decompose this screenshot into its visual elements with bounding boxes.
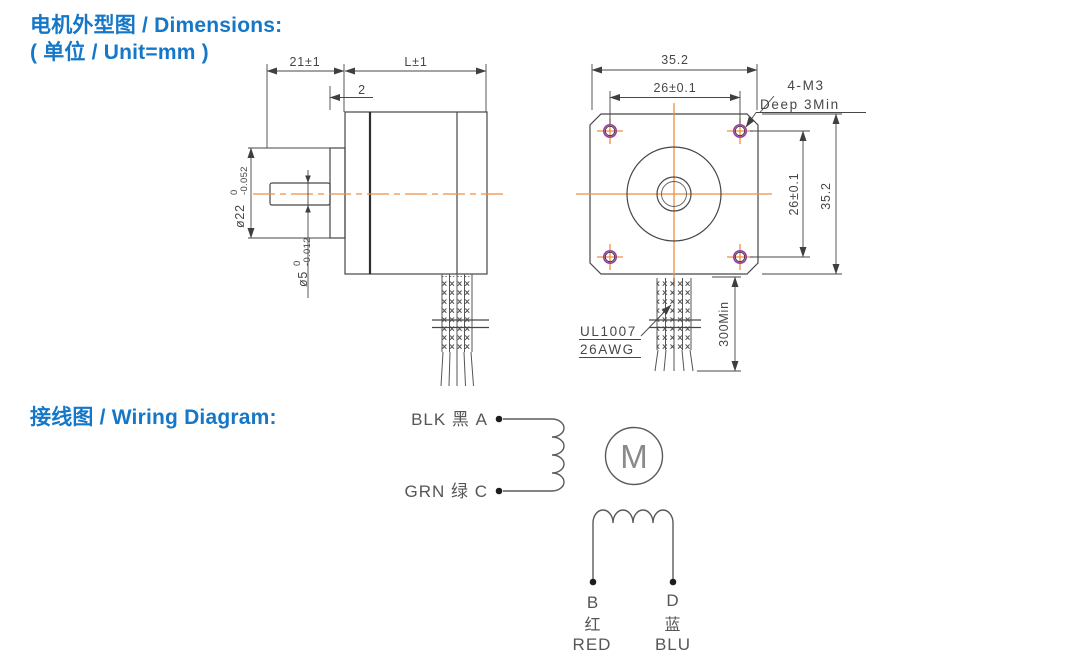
phase-ac-coil — [503, 418, 565, 492]
lead-d-cn-label: 蓝 — [664, 616, 681, 634]
pilot-boss-circle — [626, 146, 722, 242]
motor-symbol-letter: M — [620, 438, 648, 475]
lead-c-label: GRN 绿 C — [405, 482, 489, 501]
arrowhead — [305, 175, 311, 183]
lead-b-label: B — [587, 593, 599, 612]
shaft-dia-value: ø5 — [296, 271, 310, 287]
terminal-c-dot — [495, 487, 503, 495]
dim-overall-width-label: 35.2 — [661, 53, 689, 67]
wiring-title-text: 接线图 / Wiring Diagram: — [30, 406, 277, 429]
boss-dia-tol-upper: 0 — [229, 189, 240, 195]
note-leader-arrow — [640, 304, 672, 337]
lead-a-label: BLK 黑 A — [411, 410, 488, 429]
mounting-holes-note-line2: Deep 3Min — [760, 97, 840, 112]
boss-dia-tol-lower: -0.052 — [239, 166, 250, 195]
shaft-dia-tol-upper: 0 — [292, 260, 303, 266]
wiring-diagram-title: 接线图 / Wiring Diagram: — [30, 404, 277, 431]
mounting-holes-note-line1: 4-M3 — [787, 78, 824, 93]
side-view-leadwires — [432, 274, 489, 387]
note-leader-arrow — [745, 112, 757, 128]
dimensions-unit-line: ( 单位 / Unit=mm ) — [30, 41, 209, 64]
motor-side-view: 21±1 L±1 2 ø22 0 -0.052 — [229, 55, 505, 387]
boss-dia-value: ø22 — [233, 204, 247, 228]
wiring-diagram: BLK 黑 A GRN 绿 C M B D 红 蓝 RED BLU — [405, 410, 691, 654]
dim-leadwire-length-label: 300Min — [717, 301, 731, 347]
dim-shaft-dia-label: ø5 0 -0.012 — [292, 237, 313, 287]
mounting-hole-bottom-right — [727, 244, 753, 270]
dim-hole-spacing-h-label: 26±0.1 — [654, 81, 697, 95]
terminal-d-dot — [669, 578, 677, 586]
motor-body-outline — [344, 111, 488, 275]
front-view-leadwires — [649, 278, 701, 372]
lead-b-cn-label: 红 — [584, 616, 601, 634]
phase-bd-coil — [592, 509, 674, 582]
dimensions-title-line1: 电机外型图 / Dimensions: — [30, 14, 283, 37]
mounting-hole-top-right — [727, 118, 753, 144]
dim-overall-height-label: 35.2 — [819, 182, 833, 210]
dimensions-title: 电机外型图 / Dimensions: ( 单位 / Unit=mm ) — [30, 12, 282, 66]
dim-hole-spacing-v-label: 26±0.1 — [787, 173, 801, 216]
shaft-dia-tol-lower: -0.012 — [302, 237, 313, 266]
motor-front-view: 35.2 26±0.1 4-M3 Deep 3Min 26±0.1 35.2 — [576, 53, 866, 372]
mounting-hole-bottom-left — [597, 244, 623, 270]
motor-symbol-circle — [604, 426, 664, 486]
dim-body-length-label: L±1 — [404, 55, 427, 69]
terminal-b-dot — [589, 578, 597, 586]
shaft-circle — [661, 181, 687, 207]
lead-b-en-label: RED — [573, 635, 612, 654]
dim-boss-depth-label: 2 — [358, 83, 366, 97]
shaft-chamfer-circle — [656, 176, 692, 212]
dim-boss-dia-label: ø22 0 -0.052 — [229, 166, 250, 228]
arrowhead — [305, 205, 311, 213]
pilot-boss — [329, 147, 346, 239]
dim-shaft-length-label: 21±1 — [290, 55, 321, 69]
terminal-a-dot — [495, 415, 503, 423]
leadwire-spec-line2: 26AWG — [580, 342, 635, 357]
lead-d-label: D — [666, 591, 679, 610]
leadwire-spec-line1: UL1007 — [580, 324, 637, 339]
note-leader — [759, 95, 775, 113]
lead-d-en-label: BLU — [655, 635, 691, 654]
